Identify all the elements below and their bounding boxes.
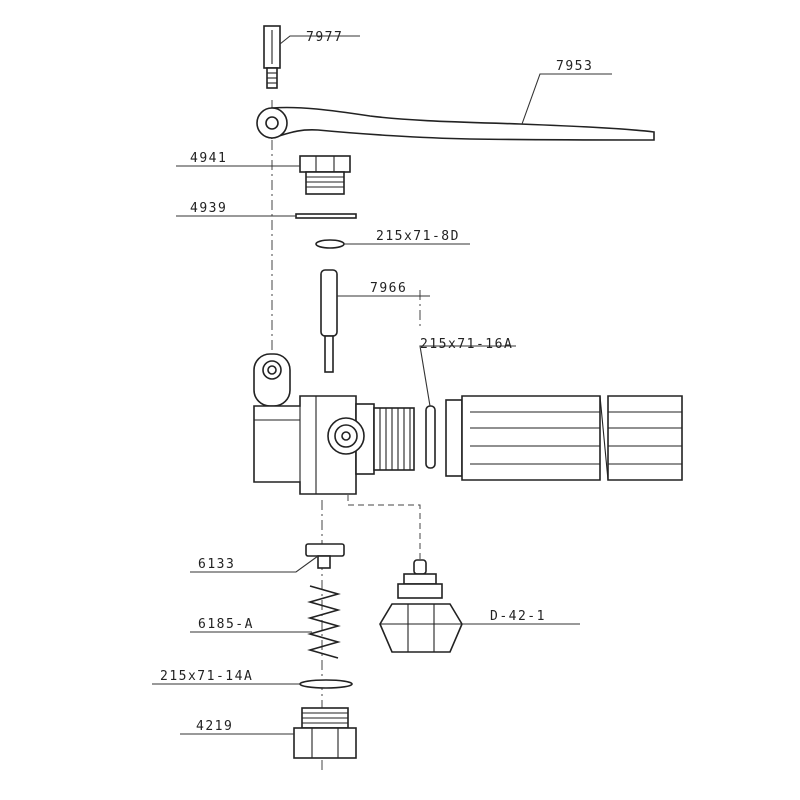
leader-6133	[190, 555, 319, 573]
part-6133-valve	[305, 543, 345, 569]
part-4219-plug	[293, 707, 357, 759]
label-7977: 7977	[306, 30, 343, 45]
part-215x71-16a-oring	[425, 405, 436, 469]
label-7966: 7966	[370, 281, 407, 296]
part-7977-pin	[263, 25, 281, 89]
leader-7953	[521, 73, 612, 125]
leader-215x71-16a	[419, 345, 516, 407]
label-215x71-8d: 215x71-8D	[376, 229, 460, 244]
part-spline-shaft	[445, 395, 683, 481]
leader-7977	[279, 35, 360, 45]
part-215x71-14a-oring	[299, 679, 353, 689]
label-6133: 6133	[198, 557, 235, 572]
part-4941-nut	[299, 155, 351, 195]
part-main-body	[253, 353, 415, 495]
part-215x71-8d-oring	[315, 239, 345, 249]
part-7953-lever	[256, 106, 655, 141]
label-4941: 4941	[190, 151, 227, 166]
label-215x71-16a: 215x71-16A	[420, 337, 513, 352]
label-7953: 7953	[556, 59, 593, 74]
part-6185-a-spring	[307, 585, 341, 659]
grease-fitting-guide-line	[347, 495, 421, 560]
part-7966-plunger	[320, 269, 338, 373]
label-d-42-1: D-42-1	[490, 609, 546, 624]
part-4939-washer	[295, 213, 357, 219]
label-6185-a: 6185-A	[198, 617, 254, 632]
part-d-42-1-grease-fitting	[379, 559, 463, 653]
label-215x71-14a: 215x71-14A	[160, 669, 253, 684]
label-4219: 4219	[196, 719, 233, 734]
label-4939: 4939	[190, 201, 227, 216]
